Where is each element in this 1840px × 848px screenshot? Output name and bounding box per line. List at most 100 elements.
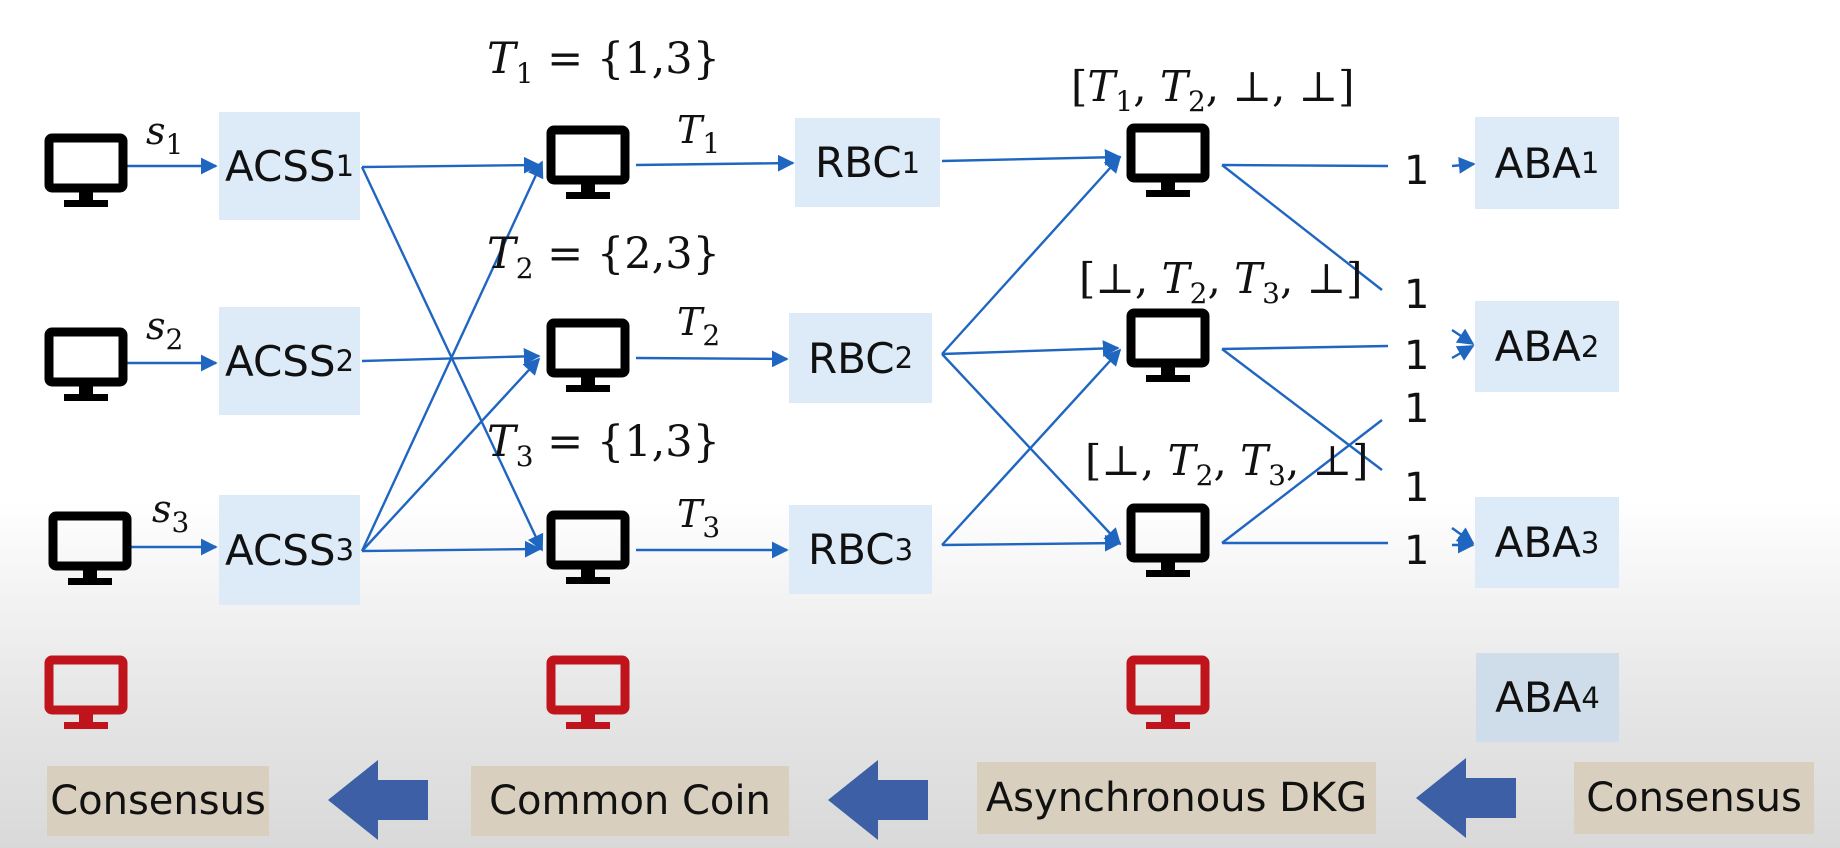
secret-label-2-var: s	[146, 304, 166, 348]
vote-label-2: 1	[1404, 272, 1430, 318]
edge-vote-aba2b	[1451, 344, 1475, 361]
vector-label-2-part2: ,	[1207, 254, 1235, 303]
edge-rbc3-right3	[941, 534, 1122, 552]
monitor-icon	[546, 125, 630, 199]
left-arrow-icon	[1416, 758, 1516, 838]
set-label-2-value: = {2,3}	[533, 229, 720, 279]
acss-box-1-label: ACSS	[224, 141, 336, 191]
edge-rbc2-right2	[941, 340, 1120, 357]
vector-label-2-part3: , ⊥]	[1279, 254, 1363, 303]
vector-label-2: [⊥, T2, T3, ⊥]	[1079, 258, 1363, 308]
rbc-input-label-2-var: T	[677, 300, 703, 344]
vector-label-3-part2: ,	[1213, 436, 1241, 485]
rbc-input-label-2: T2	[677, 300, 720, 350]
pipeline-common-coin: Common Coin	[471, 766, 789, 836]
edge-vote-aba2a	[1451, 328, 1475, 345]
rbc-input-label-1-var: T	[677, 108, 703, 152]
set-label-3-value: = {1,3}	[533, 417, 720, 467]
edge-acss3-mid2	[361, 357, 541, 552]
edge-right2-vote3	[1221, 344, 1389, 351]
monitor-icon	[546, 510, 630, 584]
monitor-icon	[1126, 123, 1210, 197]
vector-label-2-sub1: 2	[1189, 277, 1208, 310]
vector-label-3-part3: , ⊥]	[1285, 436, 1369, 485]
vector-label-3-sub2: 3	[1268, 459, 1286, 492]
rbc-box-2-label: RBC	[807, 333, 895, 383]
aba-box-4-label: ABA	[1495, 673, 1582, 722]
aba-box-2-label: ABA	[1494, 322, 1581, 371]
edge-rbc1-right1	[941, 148, 1122, 166]
secret-label-1-sub: 1	[165, 128, 184, 161]
secret-label-2-sub: 2	[165, 323, 184, 356]
set-label-2-sub: 2	[515, 252, 534, 285]
acss-box-3-label: ACSS	[224, 525, 336, 575]
monitor-icon	[44, 133, 128, 207]
vector-label-1-part1: [	[1071, 62, 1088, 111]
secret-label-3-var: s	[152, 487, 172, 531]
rbc-input-label-2-sub: 2	[702, 319, 721, 352]
acss-box-2-label: ACSS	[224, 336, 336, 386]
vector-label-1-sub2: 2	[1187, 85, 1206, 118]
set-label-1-sub: 1	[515, 57, 534, 90]
aba-box-1-label: ABA	[1494, 138, 1581, 188]
edge-acss1-mid1	[361, 156, 541, 174]
monitor-icon	[1126, 308, 1210, 382]
secret-label-2: s2	[146, 304, 183, 354]
edge-acss3-mid1	[360, 160, 544, 552]
faulty-monitor-icon	[44, 655, 128, 729]
edge-mid1-rbc1	[635, 154, 795, 172]
monitor-icon	[44, 327, 128, 401]
rbc-input-label-3-sub: 3	[702, 511, 721, 544]
secret-label-1-var: s	[146, 109, 166, 153]
set-label-2-var: T	[487, 229, 516, 279]
vector-label-1-part2: ,	[1133, 62, 1160, 111]
vector-label-2-part1: [⊥,	[1079, 254, 1162, 303]
pipeline-consensus-right: Consensus	[1574, 762, 1814, 834]
edge-right1-vote2	[1221, 164, 1383, 291]
set-label-3: T3 = {1,3}	[487, 421, 720, 471]
secret-label-1: s1	[146, 109, 183, 159]
set-label-1-value: = {1,3}	[533, 34, 720, 84]
edge-vote-aba1	[1451, 157, 1476, 174]
vector-label-2-var2: T	[1234, 254, 1263, 303]
monitor-icon	[1126, 503, 1210, 577]
edge-right3-vote4	[1221, 419, 1383, 544]
secret-label-3-sub: 3	[171, 506, 190, 539]
pipeline-consensus-left: Consensus	[47, 766, 269, 836]
vector-label-1-part3: , ⊥, ⊥]	[1205, 62, 1355, 111]
pipeline-async-dkg: Asynchronous DKG	[977, 762, 1376, 834]
edge-acss3-mid3	[361, 540, 542, 558]
rbc-input-label-1-sub: 1	[702, 127, 721, 160]
vector-label-1-var2: T	[1159, 62, 1188, 111]
faulty-monitor-icon	[1126, 655, 1210, 729]
set-label-3-var: T	[487, 417, 516, 467]
vector-label-3-var1: T	[1167, 436, 1196, 485]
rbc-input-label-3-var: T	[677, 492, 703, 536]
edge-vote-aba3a	[1451, 527, 1475, 544]
set-label-3-sub: 3	[515, 440, 534, 473]
vector-label-3-var2: T	[1240, 436, 1269, 485]
vector-label-3: [⊥, T2, T3, ⊥]	[1085, 440, 1369, 490]
left-arrow-icon	[328, 760, 428, 840]
left-arrow-icon	[828, 760, 928, 840]
edge-mid2-rbc2	[635, 350, 789, 368]
vote-label-4: 1	[1404, 386, 1430, 432]
monitor-icon	[546, 318, 630, 392]
vector-label-1-var1: T	[1087, 62, 1116, 111]
vote-label-6: 1	[1404, 528, 1430, 574]
set-label-2: T2 = {2,3}	[487, 233, 720, 283]
vector-label-3-part1: [⊥,	[1085, 436, 1168, 485]
secret-label-3: s3	[152, 487, 189, 537]
rbc-input-label-3: T3	[677, 492, 720, 542]
edge-right1-vote1	[1221, 163, 1389, 168]
